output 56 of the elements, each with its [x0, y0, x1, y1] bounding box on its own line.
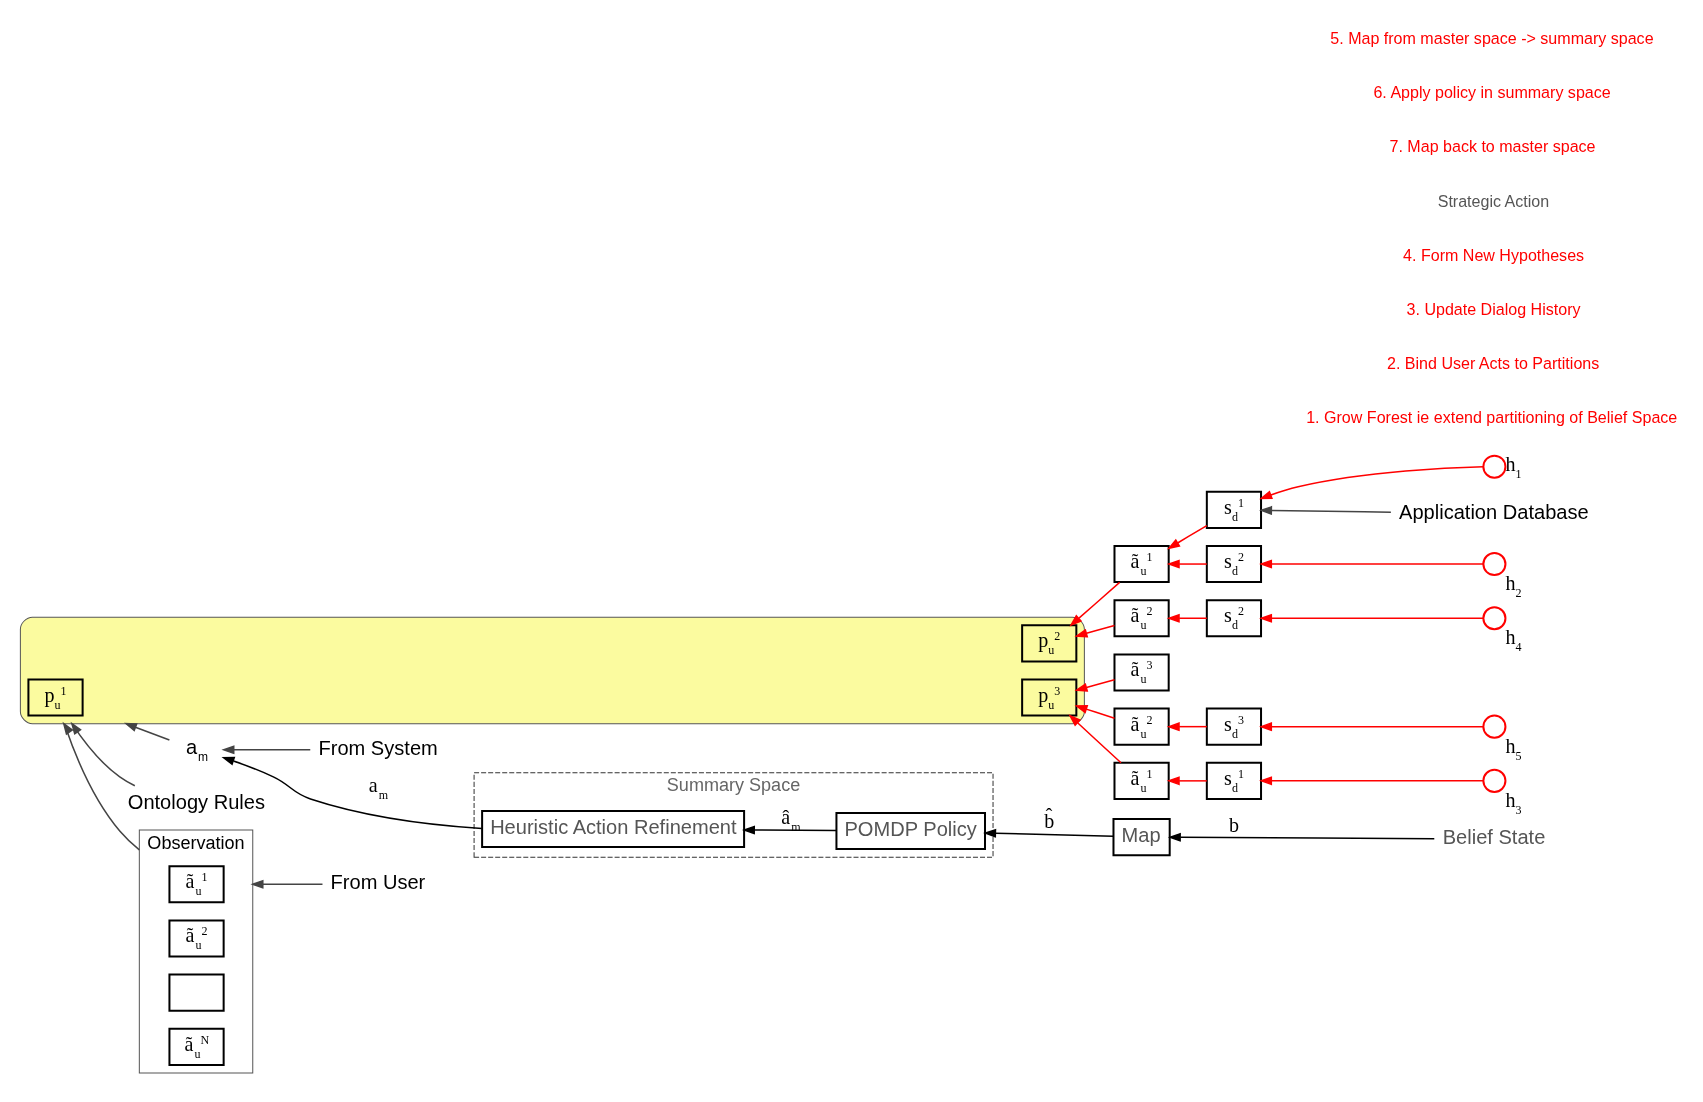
arrow — [123, 722, 171, 741]
node-label: h$_{2}$ — [1505, 571, 1522, 600]
arrow — [221, 744, 311, 754]
label: 5. Map from master space -> summary space — [1330, 28, 1654, 47]
node-circle — [1482, 551, 1507, 576]
arrow — [1166, 775, 1208, 785]
node-label: h$_{5}$ — [1505, 734, 1522, 763]
label: 3. Update Dialog History — [1406, 299, 1581, 318]
node-box: Map — [1112, 817, 1171, 856]
arrow — [1259, 505, 1392, 515]
arrow — [1074, 704, 1116, 719]
arrow — [1069, 581, 1121, 627]
label: 4. Form New Hypotheses — [1403, 245, 1585, 264]
arrow — [1166, 558, 1208, 569]
arrow — [1259, 613, 1485, 623]
node-text: From System — [318, 736, 438, 759]
arrow — [62, 721, 141, 851]
node-box — [168, 973, 225, 1012]
arrow — [1074, 624, 1116, 638]
arrow — [1166, 721, 1208, 731]
node-label: h$_{1}$ — [1505, 452, 1522, 481]
label: Strategic Action — [1437, 191, 1550, 210]
arrow — [1259, 558, 1485, 569]
label: 1. Grow Forest ie extend partitioning of Belief Space — [1306, 407, 1678, 426]
edge-label: b — [1228, 813, 1239, 836]
node-box: POMDP Policy — [835, 811, 986, 850]
arrow — [1074, 678, 1116, 692]
node-text: Belief State — [1442, 825, 1546, 848]
arrow — [1259, 465, 1484, 499]
node-label: h$_{3}$ — [1505, 788, 1522, 817]
arrow — [1167, 524, 1208, 549]
arrow — [1167, 832, 1436, 842]
node-circle — [1482, 605, 1507, 630]
arrow — [1259, 775, 1485, 785]
arrow — [741, 824, 837, 835]
arrow — [1068, 713, 1122, 764]
node-box: Heuristic Action Refinement — [481, 809, 746, 848]
node-circle — [1482, 768, 1507, 793]
node-text: Ontology Rules — [127, 790, 265, 813]
arrow — [221, 756, 483, 829]
arrow — [70, 721, 136, 786]
node-text: From User — [330, 870, 426, 893]
edge-label: a$_{m}$ — [368, 773, 389, 802]
node-text: Application Database — [1399, 500, 1589, 523]
arrow — [983, 828, 1115, 838]
node-text: a$_{m}$ — [186, 735, 209, 764]
arrow — [1259, 721, 1485, 731]
edge-label: b̂ — [1044, 809, 1055, 832]
label: 2. Bind User Acts to Partitions — [1387, 353, 1600, 372]
label: 7. Map back to master space — [1389, 136, 1596, 155]
arrow — [1166, 613, 1208, 623]
node-circle — [1482, 714, 1507, 739]
arrow — [250, 879, 324, 889]
label: 6. Apply policy in summary space — [1373, 82, 1611, 101]
node-circle — [1482, 454, 1507, 479]
node-label: h$_{4}$ — [1505, 625, 1522, 654]
